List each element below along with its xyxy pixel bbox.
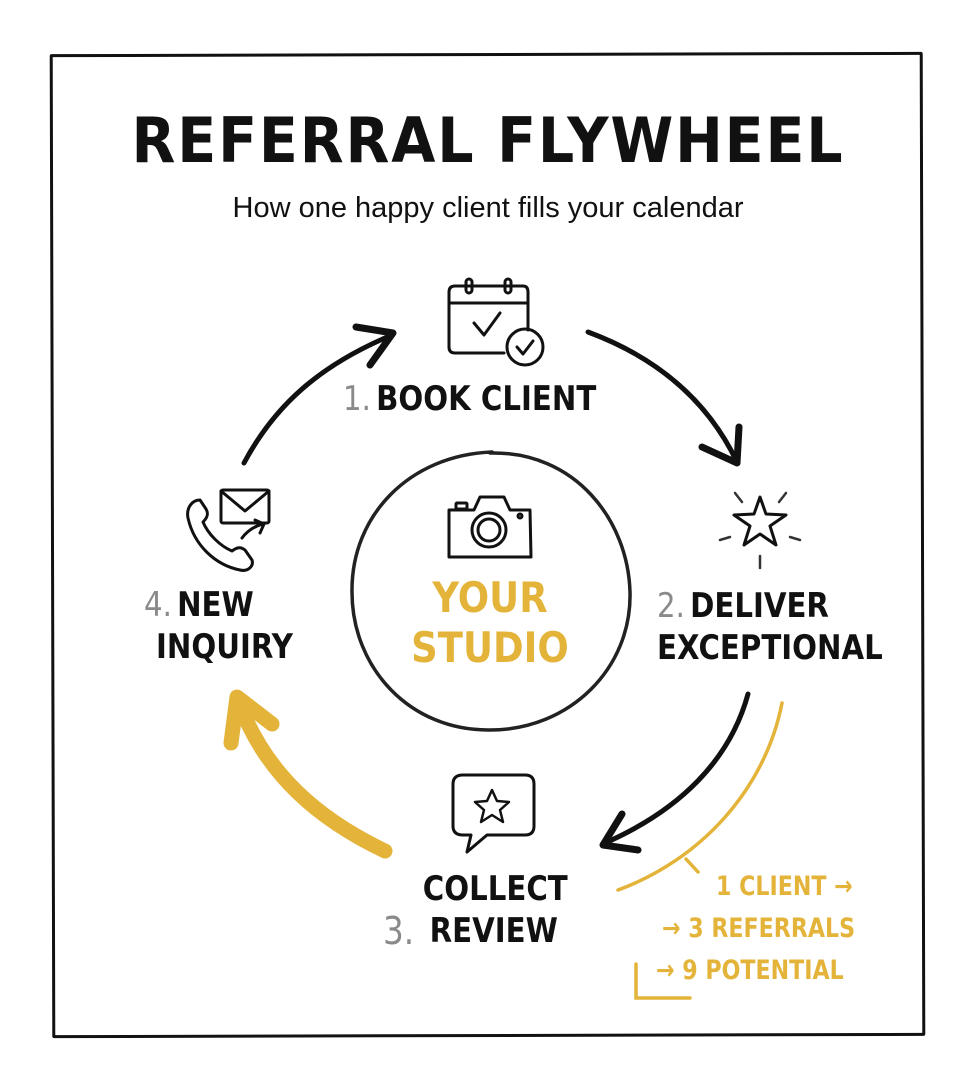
center-circle — [350, 450, 632, 732]
referral-multiplier-bracket — [616, 701, 784, 1000]
step-deliver-exceptional: 2.DELIVER EXCEPTIONAL — [657, 585, 883, 669]
step-number: 1. — [343, 379, 371, 419]
calendar-check-icon — [447, 277, 545, 367]
annotation-line2: → 3 REFERRALS — [662, 913, 856, 944]
camera-icon — [447, 495, 533, 559]
page-subtitle: How one happy client fills your calendar — [232, 192, 744, 224]
step-title-line2: REVIEW — [429, 911, 558, 951]
phone-mail-icon — [186, 488, 271, 572]
center-label-line2: STUDIO — [411, 623, 569, 672]
step-number: 3. — [383, 909, 415, 953]
step-number: 2. — [657, 586, 685, 626]
arrow-review-to-inquiry — [223, 689, 393, 859]
center-label-line1: YOUR — [432, 573, 548, 622]
step-title-line2: EXCEPTIONAL — [657, 628, 883, 668]
step-title-line1: NEW — [177, 585, 254, 625]
step-book-client: 1.BOOK CLIENT — [343, 378, 596, 420]
annotation-line3: → 9 POTENTIAL — [656, 955, 844, 986]
sparkle-star-icon — [718, 491, 802, 570]
arrow-deliver-to-review — [599, 691, 751, 854]
step-new-inquiry: 4.NEW INQUIRY — [144, 584, 293, 668]
step-collect-review: 3. COLLECT REVIEW — [383, 868, 568, 952]
step-title-line2: INQUIRY — [156, 627, 293, 667]
arrow-inquiry-to-book — [241, 323, 397, 466]
step-number: 4. — [144, 585, 172, 625]
step-title-line1: DELIVER — [690, 586, 829, 626]
review-star-bubble-icon — [451, 773, 536, 854]
step-title-line1: COLLECT — [422, 869, 568, 909]
page-title: REFERRAL FLYWHEEL — [131, 104, 845, 177]
arrow-book-to-deliver — [585, 329, 743, 467]
annotation-line1: 1 CLIENT → — [716, 871, 853, 902]
step-title: BOOK CLIENT — [376, 379, 597, 419]
